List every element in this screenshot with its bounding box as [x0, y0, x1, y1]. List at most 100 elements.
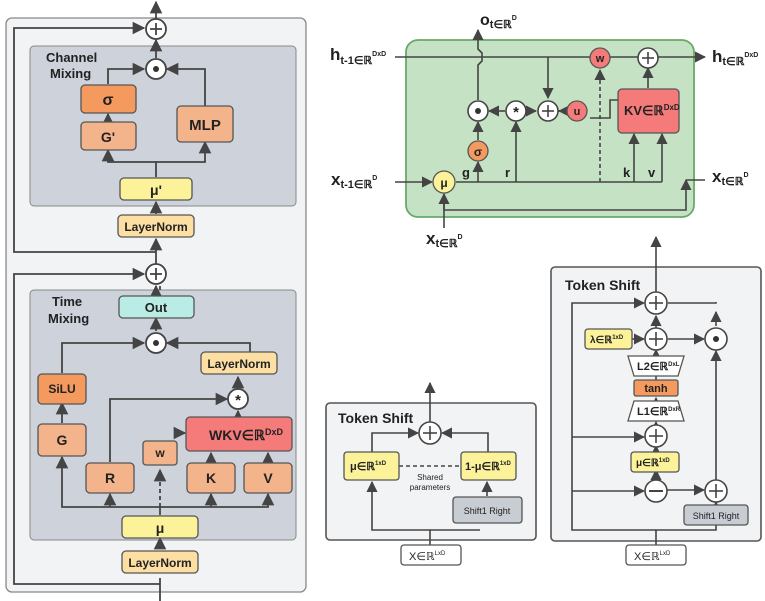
- channel-odot: [145, 58, 167, 80]
- w-box: w: [142, 440, 178, 466]
- mlp-label: MLP: [189, 117, 221, 134]
- out-label: Out: [145, 300, 168, 315]
- sigma-box: σ: [80, 84, 137, 114]
- time-star-node: *: [227, 388, 249, 410]
- ts-dd-lambda-label: λ∈ℝ1xD: [590, 335, 624, 346]
- left-connectors: [13, 0, 275, 601]
- mu-box: μ: [121, 515, 199, 539]
- ts-dd-shift-label: Shift1 Right: [693, 511, 740, 521]
- v-label: V: [263, 470, 273, 486]
- cell-sigma-node: σ: [467, 140, 489, 162]
- recurrent-cell: w * u σ μ: [330, 12, 758, 250]
- ts-dd-title: Token Shift: [565, 277, 641, 293]
- mu-prime-box: μ': [119, 177, 193, 201]
- g-label: G: [57, 432, 68, 448]
- g-prime-label: G': [101, 129, 115, 145]
- token-shift-ddlerp: Token Shift: [550, 235, 762, 566]
- cell-star: *: [505, 100, 527, 122]
- ts-dd-mu-label: μ∈ℝ1xD: [636, 458, 670, 469]
- cell-mu-node: μ: [432, 170, 456, 194]
- ts-simple-shift-label: Shift1 Right: [464, 506, 511, 516]
- cell-star-label: *: [513, 104, 519, 121]
- rwkv-block: Channel Mixing Time Mixing: [5, 0, 307, 601]
- channel-mixing-title-1: Channel: [46, 50, 97, 65]
- ts-dd-tanh-box: tanh: [633, 379, 679, 397]
- channel-mixing-title-2: Mixing: [50, 66, 91, 81]
- ts-dd-plus-lambda: [644, 327, 668, 351]
- time-layernorm-label: LayerNorm: [207, 357, 270, 371]
- cell-plus-mid: [537, 100, 559, 122]
- silu-label: SiLU: [48, 382, 75, 396]
- time-mixing-panel: Time Mixing: [29, 289, 297, 541]
- g-box: G: [37, 423, 87, 457]
- ts-simple-plus: [418, 421, 442, 445]
- time-mixing-title-1: Time: [52, 294, 82, 309]
- ts-dd-plus-top: [644, 291, 668, 315]
- channel-layernorm-box: LayerNorm: [117, 214, 195, 238]
- out-box: Out: [118, 295, 195, 319]
- ts-dd-odot: [704, 327, 728, 351]
- ts-simple-one-minus-mu-box: 1-μ∈ℝ1xD: [460, 451, 517, 481]
- cell-plus-top: [637, 47, 659, 69]
- cell-g-label: g: [462, 165, 470, 180]
- mu-prime-label: μ': [150, 182, 162, 198]
- ts-dd-minus-node: [644, 479, 668, 503]
- bottom-layernorm-box: LayerNorm: [121, 550, 199, 574]
- mu-label: μ: [156, 520, 165, 536]
- ts-simple-mu-box: μ∈ℝ1xD: [343, 451, 400, 481]
- time-layernorm-box: LayerNorm: [200, 351, 278, 375]
- cell-connectors: [395, 28, 707, 228]
- ts-dd-x-in-box: X∈ℝLxD: [625, 544, 687, 566]
- wkv-label: WKV∈ℝDxD: [209, 427, 283, 443]
- cell-x-in-label: xt∈ℝD: [426, 229, 463, 250]
- cell-o-label: ot∈ℝD: [480, 12, 517, 31]
- ts-dd-plus-bottom: [704, 479, 728, 503]
- ts-shared-label-2: parameters: [410, 483, 450, 492]
- cell-odot: [467, 100, 489, 122]
- ts-dd-shift-box: Shift1 Right: [683, 504, 749, 526]
- k-box: K: [186, 462, 236, 494]
- ts-simple-shift-box: Shift1 Right: [452, 496, 523, 524]
- token-shift-simple: Token Shift μ∈ℝ1xD 1-μ∈ℝ1xD Shared param…: [325, 381, 537, 566]
- g-prime-box: G': [80, 121, 137, 151]
- cell-h-out-label: ht∈ℝDxD: [712, 47, 758, 68]
- ts-dd-l2-label: L2∈ℝDxL: [637, 361, 680, 373]
- ts-dd-tanh-label: tanh: [644, 383, 668, 395]
- mlp-box: MLP: [176, 105, 234, 143]
- ts-dd-l1-box: L1∈ℝDxR: [627, 400, 685, 422]
- cell-w-label: w: [595, 53, 605, 65]
- ts-dd-l2-box: L2∈ℝDxL: [627, 355, 685, 377]
- ts-dd-x-in-label: X∈ℝLxD: [634, 551, 671, 563]
- w-label: w: [154, 446, 165, 460]
- silu-box: SiLU: [37, 373, 87, 405]
- time-star-label: *: [235, 392, 241, 409]
- r-label: R: [105, 470, 115, 486]
- cell-w-node: w: [589, 47, 611, 69]
- wkv-box: WKV∈ℝDxD: [185, 416, 293, 452]
- cell-u-label: u: [574, 106, 581, 118]
- cell-h-in-label: ht-1∈ℝDxD: [330, 45, 386, 67]
- cell-sigma-label: σ: [474, 145, 482, 159]
- cell-u-node: u: [566, 100, 588, 122]
- cell-x-prev-label: xt-1∈ℝD: [331, 170, 377, 191]
- cell-kv-box: KV∈ℝDxD: [617, 88, 680, 134]
- bottom-layernorm-label: LayerNorm: [128, 556, 191, 570]
- cell-v-label: v: [648, 165, 656, 180]
- sigma-label: σ: [103, 92, 114, 109]
- ts-dd-mu-box: μ∈ℝ1xD: [630, 451, 680, 473]
- time-odot: [145, 332, 167, 354]
- ts-dd-plus-mid: [644, 424, 668, 448]
- ts-dd-lambda-box: λ∈ℝ1xD: [584, 328, 633, 350]
- cell-x-out-label: xt∈ℝD: [712, 167, 749, 188]
- ts-simple-title: Token Shift: [338, 410, 414, 426]
- ts-dd-l1-label: L1∈ℝDxR: [637, 406, 681, 418]
- residual-add-middle: [145, 263, 167, 285]
- r-box: R: [85, 462, 135, 494]
- ts-simple-mu-label: μ∈ℝ1xD: [350, 461, 387, 473]
- k-label: K: [206, 470, 216, 486]
- ts-shared-label-1: Shared: [417, 473, 443, 482]
- channel-layernorm-label: LayerNorm: [124, 220, 187, 234]
- ts-simple-x-in-label: X∈ℝLxD: [409, 551, 446, 563]
- cell-k-label: k: [623, 165, 631, 180]
